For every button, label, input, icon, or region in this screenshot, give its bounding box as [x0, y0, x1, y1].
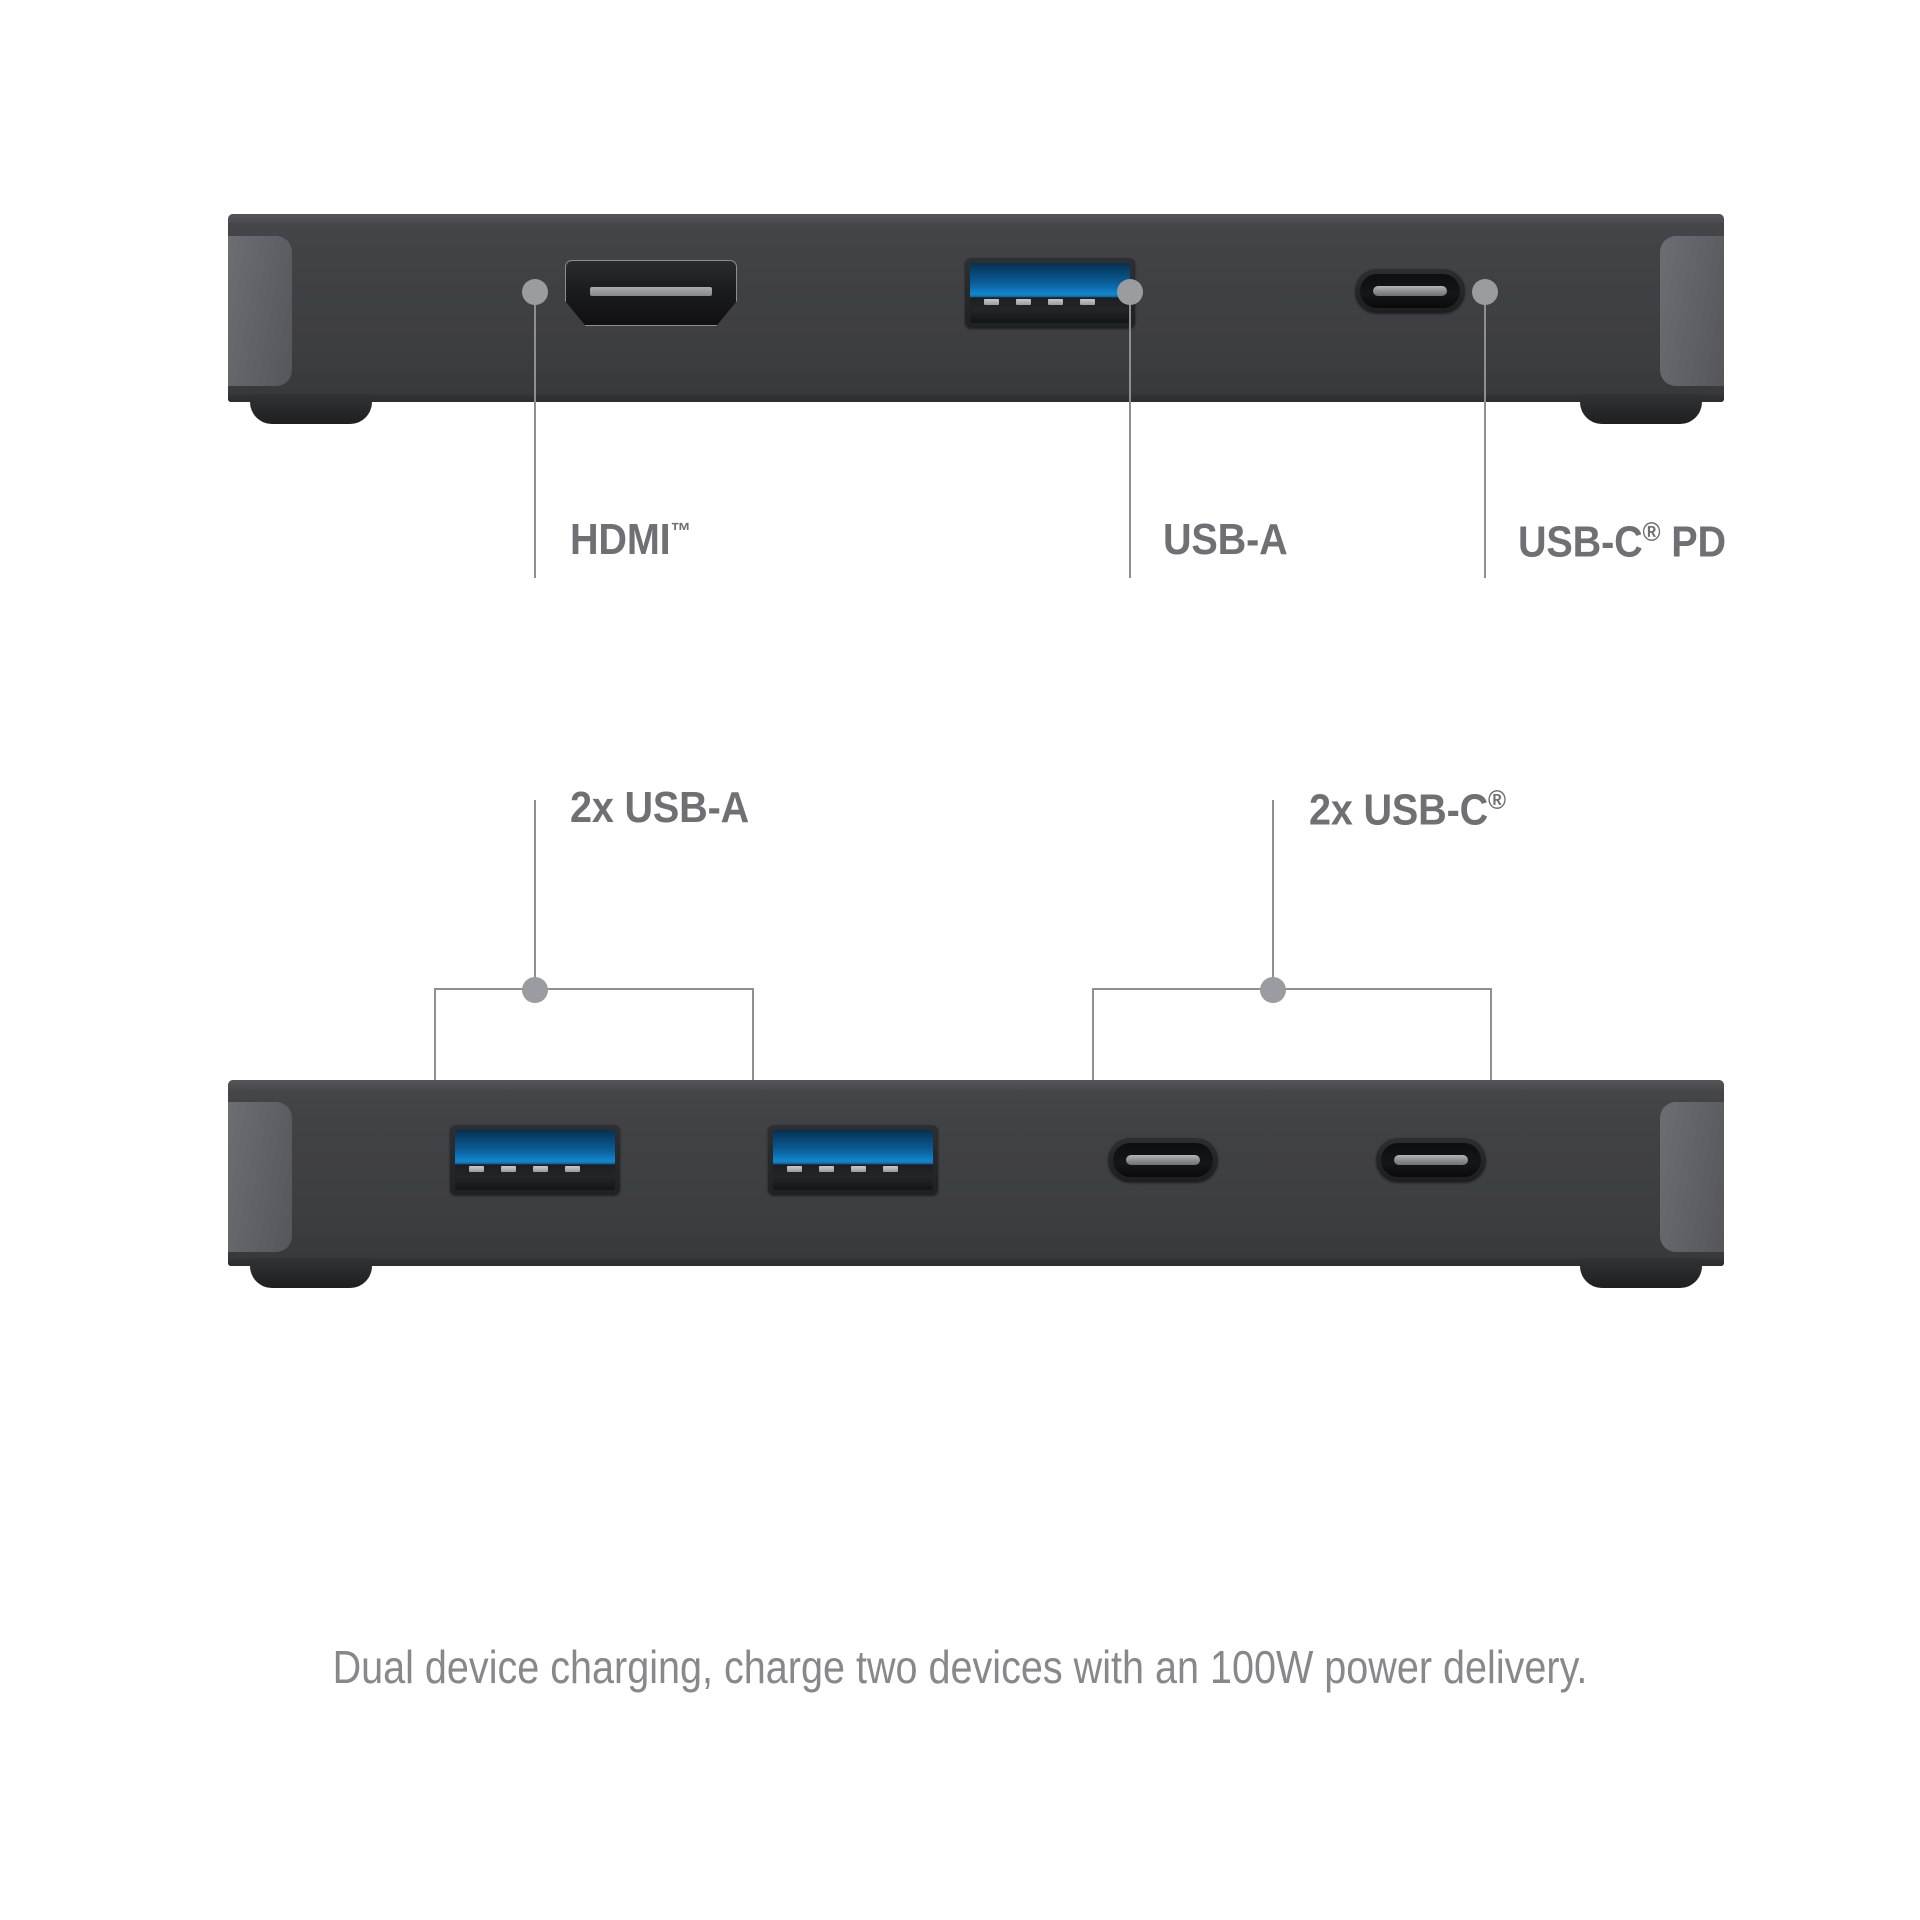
- usb-c-port-interior: [1113, 1143, 1213, 1177]
- device-top-edge: [228, 214, 1724, 223]
- bracket-dot-usb-c: [1260, 977, 1286, 1003]
- leader-line-hdmi: [534, 290, 537, 578]
- usb-a-pin: [851, 1166, 866, 1172]
- usb-a-port-icon: [965, 258, 1135, 328]
- usb-a-pin: [1048, 299, 1063, 305]
- leader-line-usb-c-pd: [1484, 290, 1487, 578]
- usb-c-port-icon: [1355, 269, 1465, 313]
- device-side-panel-left: [228, 1102, 292, 1252]
- callout-label-hdmi: HDMI™: [570, 518, 691, 562]
- leader-dot-usb-a: [1117, 279, 1143, 305]
- callout-label-dual-usb-a: 2x USB-A: [570, 786, 749, 830]
- callout-text-hdmi: HDMI: [570, 515, 671, 564]
- usb-c-port-interior: [1360, 274, 1460, 308]
- usb-c-port-interior: [1381, 1143, 1481, 1177]
- usb-a-pin: [469, 1166, 484, 1172]
- device-side-panel-left: [228, 236, 292, 386]
- bracket-bar-usb-c: [1092, 988, 1492, 991]
- device-bottom-edge: [228, 1258, 1724, 1266]
- registered-symbol: ®: [1488, 784, 1506, 815]
- callout-text-dual-usb-a: 2x USB-A: [570, 783, 750, 832]
- usb-a-pin: [533, 1166, 548, 1172]
- usb-a-pin: [819, 1166, 834, 1172]
- bracket-leg-usb-c-2: [1490, 988, 1493, 1160]
- usb-a-port-interior: [455, 1130, 615, 1190]
- device-bottom-edge: [228, 394, 1724, 402]
- usb-a-pin: [883, 1166, 898, 1172]
- hdmi-port-icon: [565, 260, 737, 326]
- usb-a-pin: [501, 1166, 516, 1172]
- usb-c-contact-bar: [1394, 1155, 1468, 1165]
- usb-a-port-interior: [970, 263, 1130, 323]
- bracket-stem-usb-a: [534, 800, 537, 990]
- bracket-bar-usb-a: [434, 988, 754, 991]
- usb-a-pin: [1016, 299, 1031, 305]
- usb-a-port-icon: [450, 1125, 620, 1195]
- leader-line-usb-a: [1129, 290, 1132, 578]
- usb-a-pin: [787, 1166, 802, 1172]
- callout-text-pd: PD: [1660, 517, 1726, 567]
- device-rear-view: [228, 214, 1724, 424]
- callout-text-usb-c: USB-C: [1518, 517, 1643, 567]
- bracket-leg-usb-a-2: [752, 988, 755, 1160]
- device-side-panel-right: [1660, 1102, 1724, 1252]
- device-foot-right: [1580, 394, 1702, 424]
- usb-a-port-icon: [768, 1125, 938, 1195]
- callout-text-dual-usb-c: 2x USB-C: [1309, 785, 1489, 835]
- usb-a-pin: [565, 1166, 580, 1172]
- device-side-panel-right: [1660, 236, 1724, 386]
- usb-c-contact-bar: [1373, 286, 1447, 296]
- trademark-symbol: ™: [670, 517, 691, 544]
- device-foot-left: [250, 1258, 372, 1288]
- bracket-leg-usb-a-1: [434, 988, 437, 1160]
- leader-dot-hdmi: [522, 279, 548, 305]
- usb-a-pin: [984, 299, 999, 305]
- device-foot-right: [1580, 1258, 1702, 1288]
- usb-a-pin: [1080, 299, 1095, 305]
- callout-label-usb-c-pd: USB-C® PD: [1518, 518, 1726, 565]
- device-foot-left: [250, 394, 372, 424]
- bracket-dot-usb-a: [522, 977, 548, 1003]
- caption-text: Dual device charging, charge two devices…: [332, 1641, 1588, 1693]
- device-front-view: [228, 1080, 1724, 1288]
- callout-label-usb-a: USB-A: [1163, 515, 1288, 564]
- usb-c-port-icon: [1108, 1138, 1218, 1182]
- bracket-leg-usb-c-1: [1092, 988, 1095, 1160]
- callout-label-dual-usb-c: 2x USB-C®: [1309, 786, 1506, 833]
- registered-symbol: ®: [1642, 516, 1661, 547]
- usb-c-contact-bar: [1126, 1155, 1200, 1165]
- device-top-edge: [228, 1080, 1724, 1089]
- hdmi-contact-bar: [589, 286, 713, 296]
- bracket-stem-usb-c: [1272, 800, 1275, 990]
- callout-text-usb-a: USB-A: [1163, 515, 1288, 564]
- leader-dot-usb-c-pd: [1472, 279, 1498, 305]
- usb-c-port-icon: [1376, 1138, 1486, 1182]
- usb-a-port-interior: [773, 1130, 933, 1190]
